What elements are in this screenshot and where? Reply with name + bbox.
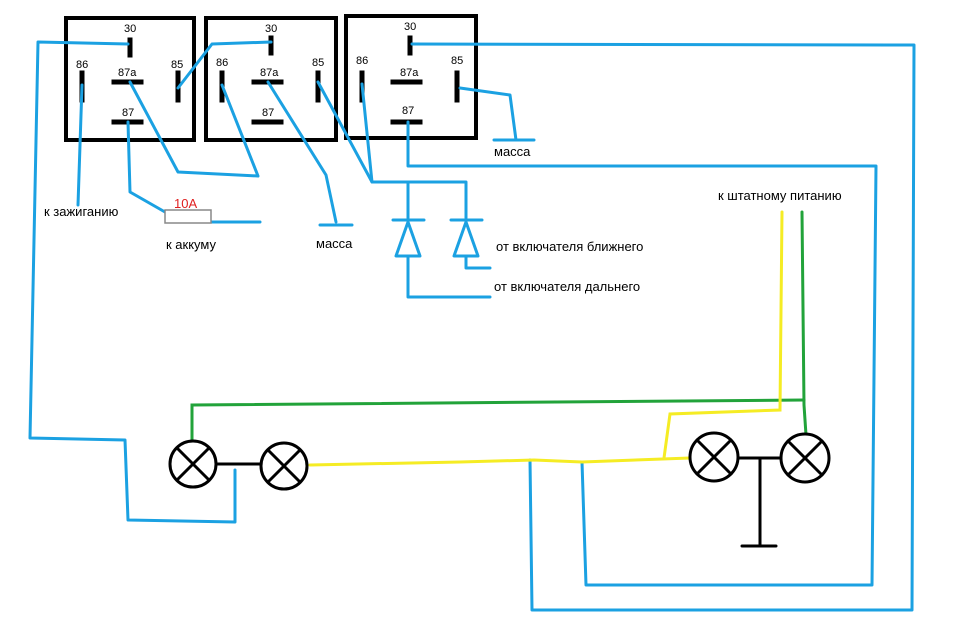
relay-3-pin-87: 87 bbox=[402, 105, 414, 117]
relay-3-housing bbox=[344, 14, 478, 140]
wire-r1-87a-r2-86 bbox=[128, 80, 260, 178]
relay-3-pin-87a: 87a bbox=[400, 67, 419, 79]
blue-wires bbox=[28, 40, 916, 612]
relay-2-pin-30: 30 bbox=[265, 23, 277, 35]
wire-r3-86-junction bbox=[360, 82, 374, 184]
diode-2 bbox=[452, 220, 480, 258]
label-low-beam-switch: от включателя ближнего bbox=[496, 239, 643, 254]
wire-r2-87a-ground bbox=[266, 80, 338, 224]
relay-1-pin-87: 87 bbox=[122, 107, 134, 119]
label-high-beam-switch: от включателя дальнего bbox=[494, 279, 640, 294]
wire-green-bus bbox=[190, 398, 806, 447]
wire-high-beam-switch bbox=[406, 254, 492, 299]
wire-r1-85-r2-30 bbox=[176, 40, 273, 90]
wire-junction-diode2 bbox=[406, 180, 468, 220]
relay-3-pin-86: 86 bbox=[356, 55, 368, 67]
wire-low-beam-switch bbox=[464, 254, 492, 270]
wire-ignition bbox=[76, 83, 84, 207]
wire-r1-30-left-loop bbox=[28, 40, 237, 524]
fuse-body bbox=[164, 209, 212, 224]
relay-2-housing bbox=[204, 16, 338, 142]
relay-3-pin-30: 30 bbox=[404, 21, 416, 33]
relay-2-pin-87a: 87a bbox=[260, 67, 279, 79]
relay-1-pin-30: 30 bbox=[124, 23, 136, 35]
relay-3: 30 86 87a 85 87 bbox=[344, 14, 478, 140]
relay-1: 30 86 87a 85 87 bbox=[64, 16, 196, 142]
wire-r1-87-fuse bbox=[126, 120, 167, 214]
fuse: 10A bbox=[164, 196, 212, 224]
diode-1 bbox=[394, 220, 422, 258]
relay-1-pin-86: 86 bbox=[76, 59, 88, 71]
yellow-wires bbox=[308, 210, 784, 467]
label-ground-1: масса bbox=[316, 236, 353, 251]
wire-r3-30-outer-loop bbox=[410, 42, 916, 612]
label-stock-power: к штатному питанию bbox=[718, 188, 842, 203]
relay-2: 30 86 87a 85 87 bbox=[204, 16, 338, 142]
lamp-2 bbox=[259, 441, 309, 491]
lamps-right bbox=[688, 431, 831, 548]
lamp-4 bbox=[779, 432, 831, 484]
label-ignition: к зажиганию bbox=[44, 204, 119, 219]
relay-2-pin-86: 86 bbox=[216, 57, 228, 69]
green-wires bbox=[190, 210, 808, 447]
relay-1-pin-87a: 87a bbox=[118, 67, 137, 79]
lamp-3 bbox=[688, 431, 740, 483]
wire-green-stock bbox=[800, 210, 808, 437]
wire-r3-87-inner-loop bbox=[406, 120, 878, 587]
relay-3-pin-85: 85 bbox=[451, 55, 463, 67]
label-battery: к аккуму bbox=[166, 237, 216, 252]
wire-yellow-stock bbox=[662, 210, 784, 460]
wire-r3-85-ground bbox=[458, 86, 518, 142]
lamps-left bbox=[168, 439, 309, 491]
relay-2-pin-85: 85 bbox=[312, 57, 324, 69]
relay-2-pin-87: 87 bbox=[262, 107, 274, 119]
wire-yellow-lamps bbox=[308, 456, 692, 467]
relay-1-pin-85: 85 bbox=[171, 59, 183, 71]
fuse-rating: 10A bbox=[174, 196, 197, 211]
lamp-1 bbox=[168, 439, 218, 489]
label-ground-2: масса bbox=[494, 144, 531, 159]
